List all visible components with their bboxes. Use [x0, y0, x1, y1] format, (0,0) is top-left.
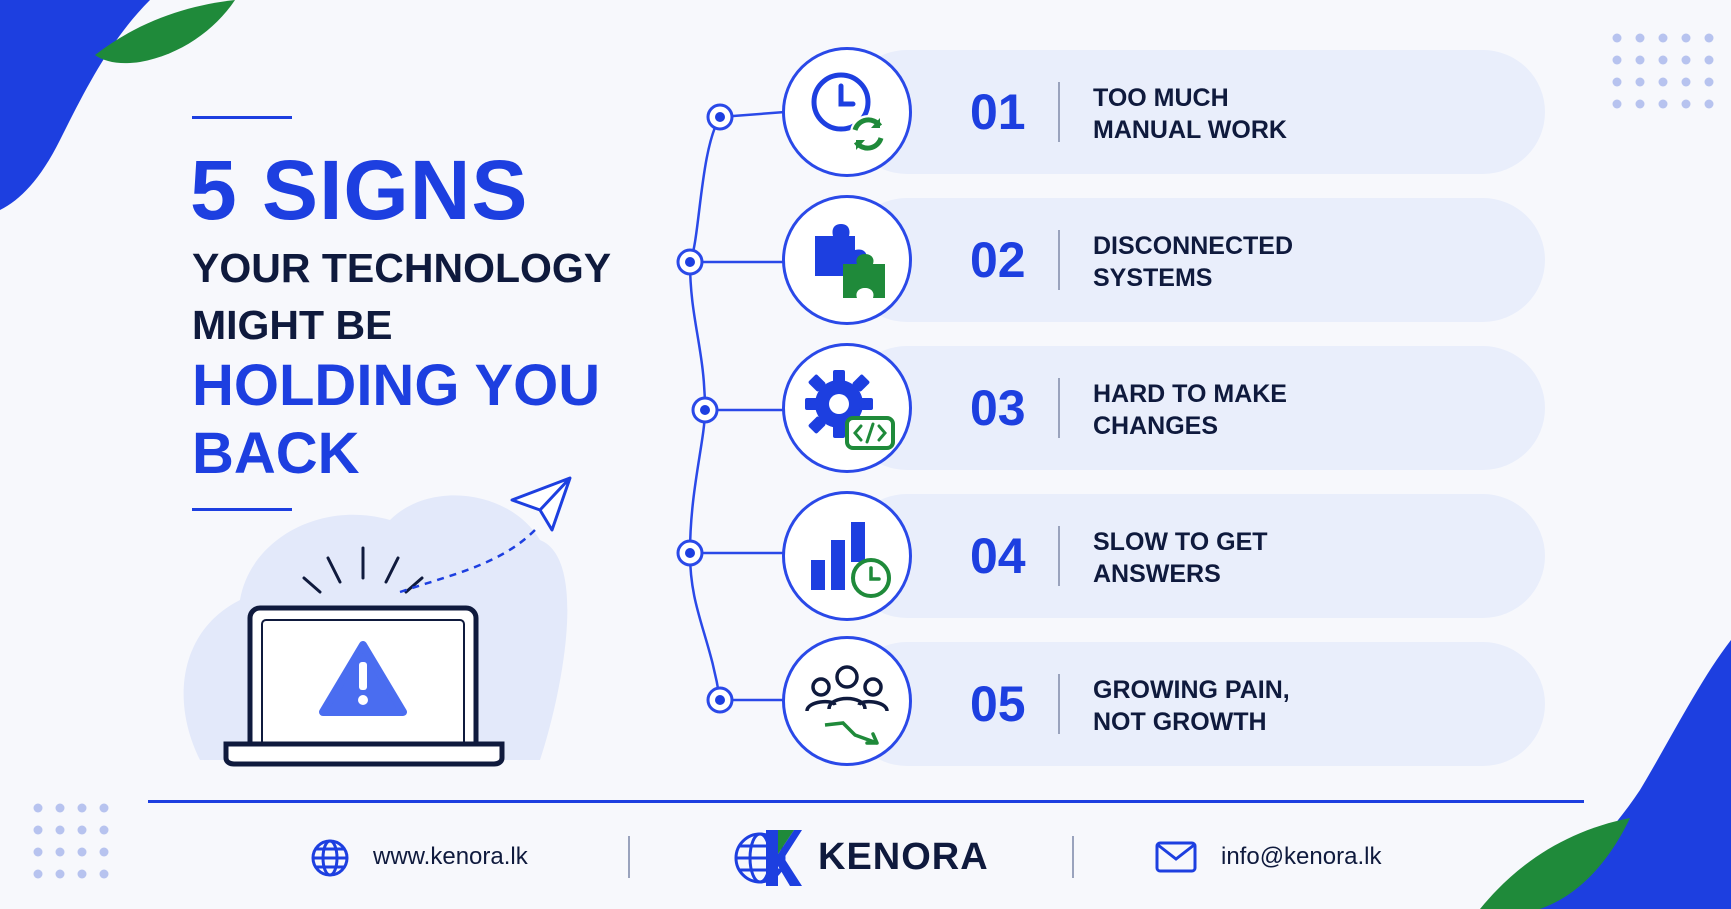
sign-number: 04: [970, 528, 1026, 584]
headline-holding-you: HOLDING YOU: [192, 353, 601, 418]
brand-name: KENORA: [818, 836, 989, 878]
top-right-dot-grid: [1612, 33, 1714, 109]
paper-plane-icon: [510, 476, 572, 532]
sign-card-5: 05 GROWING PAIN,NOT GROWTH: [845, 642, 1545, 766]
sign-number: 05: [970, 676, 1026, 732]
headline-bottom-rule: [192, 508, 292, 511]
top-left-blue-swoosh: [0, 0, 150, 210]
mail-icon: [1155, 841, 1197, 873]
bottom-left-dot-grid: [33, 803, 109, 879]
top-left-green-leaf: [95, 0, 235, 64]
laptop-base: [223, 741, 505, 767]
headline-top-rule: [192, 116, 292, 119]
timeline-nodes: [676, 103, 734, 714]
headline-5-signs: 5 SIGNS: [190, 143, 529, 237]
footer-separator: [1072, 836, 1074, 878]
footer-website-link[interactable]: www.kenora.lk: [373, 843, 528, 870]
footer-email-link[interactable]: info@kenora.lk: [1221, 843, 1382, 870]
sign-number: 03: [970, 380, 1026, 436]
headline-your-technology: YOUR TECHNOLOGY: [192, 245, 612, 291]
globe-icon: [311, 839, 349, 877]
puzzle-icon: [782, 195, 912, 325]
sign-label: GROWING PAIN,NOT GROWTH: [1093, 676, 1290, 736]
footer-divider-line: [148, 800, 1584, 803]
clock-refresh-icon: [782, 47, 912, 177]
kenora-logo-icon: [734, 830, 802, 886]
sign-divider: [1058, 526, 1060, 586]
sign-number: 01: [970, 84, 1026, 140]
headline-back: BACK: [192, 421, 360, 486]
headline-might-be: MIGHT BE: [192, 302, 393, 348]
sign-number: 02: [970, 232, 1026, 288]
bar-chart-clock-icon: [782, 491, 912, 621]
laptop-warning-illustration: [183, 476, 572, 767]
bottom-right-blue-swoosh: [1520, 640, 1731, 909]
dashed-flight-path: [399, 529, 536, 594]
timeline-connector: [676, 103, 786, 714]
sign-divider: [1058, 82, 1060, 142]
sign-divider: [1058, 230, 1060, 290]
sign-divider: [1058, 378, 1060, 438]
bottom-right-green-leaf: [1480, 818, 1630, 909]
sign-divider: [1058, 674, 1060, 734]
gear-code-icon: [782, 343, 912, 473]
team-decline-icon: [782, 636, 912, 766]
footer-separator: [628, 836, 630, 878]
